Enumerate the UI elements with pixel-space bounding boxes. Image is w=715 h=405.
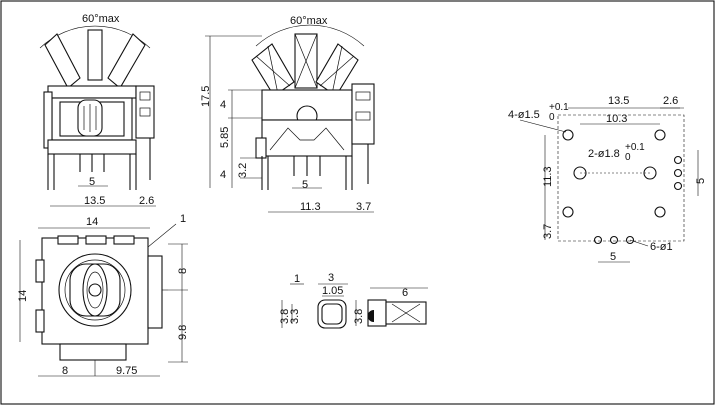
bottom-tab [59,343,127,361]
side-switch [351,83,375,145]
pcb-hole-big-label: 4-ø1.5 [508,109,540,121]
detail-view: 1 3 1.05 3.8 3.3 6 3.8 [279,272,428,329]
body-lower [261,119,353,157]
detail-dim-length: 6 [402,287,408,299]
pcb-dim-top-edge: 2.6 [663,95,678,107]
angle-arc-middle [255,24,365,47]
dim-width: 13.5 [84,195,105,207]
side-switch [147,255,163,329]
pcb-hole-small [609,235,619,245]
pcb-hole-mid-label: 2-ø1.8 [588,148,620,160]
pcb-dim-bottom-pitch: 5 [610,251,616,263]
pcb-hole-mid-tol-lower: 0 [625,152,631,163]
dim-pitch: 5 [89,176,95,188]
detail-dim-width: 3 [328,272,334,284]
dim-edge: 2.6 [139,195,154,207]
top-middle-view: 60°max 17.5 4 5.85 4 3.2 5 11.3 3 [200,15,375,213]
shaft-vertical [87,29,103,81]
pcb-hole-big-tol-lower: 0 [549,112,555,123]
pcb-hole-small [673,155,683,165]
pcb-hole-small-label: 6-ø1 [650,241,673,253]
detail-dim-height-inner: 3.3 [289,309,301,324]
dim-width-middle: 11.3 [300,201,321,213]
dim-total-height: 17.5 [200,86,212,107]
body-base [47,139,137,155]
pcb-dim-right-pitch: 5 [695,178,707,184]
pcb-dim-bottom-offset: 3.7 [542,224,554,239]
dim-bottom-right: 9.75 [116,365,137,377]
callout: 1 [180,213,186,225]
pcb-hole-large [654,206,666,218]
pcb-hole-small [593,235,603,245]
dim-upper: 4 [220,99,226,111]
detail-dim-side-height: 3.8 [353,309,365,324]
detail-dim-height-outer: 3.8 [279,309,291,324]
dim-pitch-middle: 5 [302,179,308,191]
pcb-hole-small [625,235,635,245]
dim-right-upper: 8 [177,268,189,274]
pcb-hole-big-tol: +0.1 [549,102,569,113]
dim-edge-middle: 3.7 [356,201,371,213]
dim-lower: 4 [220,169,226,181]
pcb-layout: 13.5 2.6 10.3 4-ø1.5 +0.1 0 2-ø1.8 +0.1 … [508,95,707,263]
knob-center [88,283,102,297]
angle-label: 60°max [82,13,120,25]
dim-left: 14 [17,290,29,302]
body-top [47,85,137,99]
shaft-left [44,33,81,89]
pcb-hole-mid-tol: +0.1 [625,142,645,153]
dim-right-lower: 9.8 [177,325,189,340]
dim-mid: 5.85 [219,127,231,148]
bottom-left-view: 14 1 14 8 9.8 8 9.75 [17,213,189,377]
pcb-dim-height: 11.3 [542,166,554,187]
detail-marker [367,309,374,323]
detail-callout: 1 [294,273,300,285]
pcb-hole-small [673,168,683,178]
detail-dim-inner: 1.05 [322,285,343,297]
top-left-view: 60°max 5 13.5 2.6 [39,13,156,207]
pcb-hole-small [673,181,683,191]
pcb-hole-large [654,129,666,141]
shaft-right [107,33,146,89]
pcb-hole-large [562,129,574,141]
side-switch [135,85,155,139]
pcb-dim-inner-width: 10.3 [606,113,627,125]
pcb-hole-large [562,206,574,218]
dim-pin: 3.2 [237,163,249,178]
pcb-outline [557,114,685,242]
knob-outer [58,253,132,327]
angle-label-middle: 60°max [290,15,328,27]
dim-top: 14 [86,216,98,228]
pcb-dim-top-width: 13.5 [608,95,629,107]
dim-bottom-left: 8 [62,365,68,377]
